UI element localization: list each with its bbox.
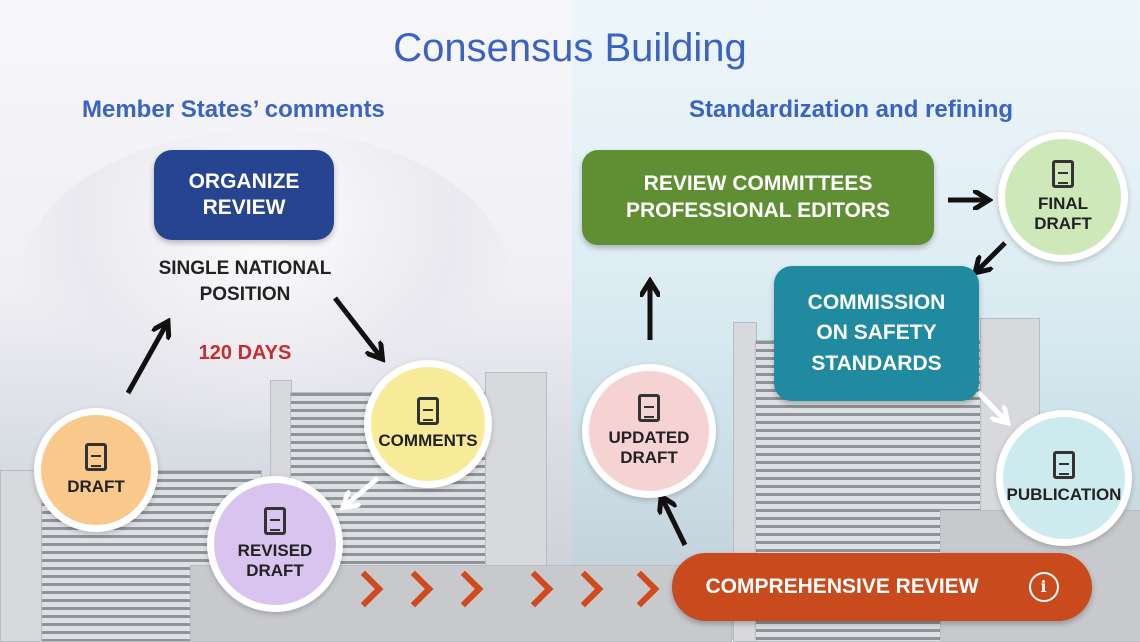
comprehensive-review-label: COMPREHENSIVE REVIEW bbox=[705, 574, 979, 598]
organize-review-box: ORGANIZE REVIEW bbox=[154, 150, 334, 240]
organize-review-line2: REVIEW bbox=[202, 196, 286, 219]
duration-label: 120 DAYS bbox=[198, 342, 292, 364]
final-draft-line1: FINAL bbox=[1037, 194, 1089, 214]
document-icon bbox=[638, 394, 660, 423]
comments-circle: COMMENTS bbox=[364, 360, 492, 488]
final-draft-circle: FINAL DRAFT bbox=[998, 132, 1128, 262]
final-draft-line2: DRAFT bbox=[1034, 214, 1092, 233]
comprehensive-review-box: COMPREHENSIVE REVIEW i bbox=[672, 553, 1092, 621]
updated-draft-line2: DRAFT bbox=[620, 448, 678, 467]
snp-line2: POSITION bbox=[199, 283, 291, 305]
commission-line1: COMMISSION bbox=[807, 290, 946, 314]
commission-line3: STANDARDS bbox=[811, 351, 942, 375]
document-icon bbox=[1053, 451, 1075, 480]
left-section-heading: Member States’ comments bbox=[82, 96, 385, 123]
page-title: Consensus Building bbox=[393, 26, 747, 70]
arrow-icon bbox=[663, 500, 688, 547]
commission-box: COMMISSION ON SAFETY STANDARDS bbox=[774, 266, 979, 401]
updated-draft-circle: UPDATED DRAFT bbox=[582, 364, 716, 498]
publication-label: PUBLICATION bbox=[1006, 485, 1122, 505]
revised-draft-circle: REVISED DRAFT bbox=[207, 476, 343, 612]
arrow-icon bbox=[333, 296, 380, 356]
review-committees-line2: PROFESSIONAL EDITORS bbox=[625, 198, 891, 222]
document-icon bbox=[417, 397, 439, 426]
review-committees-box: REVIEW COMMITTEES PROFESSIONAL EDITORS bbox=[582, 150, 934, 245]
arrow-icon bbox=[976, 390, 1005, 420]
arrow-icon bbox=[125, 325, 166, 395]
document-icon bbox=[264, 507, 286, 536]
building-far-left bbox=[0, 470, 42, 642]
document-icon bbox=[1052, 160, 1074, 189]
revised-draft-line1: REVISED bbox=[237, 541, 313, 561]
arrow-icon bbox=[346, 476, 380, 505]
updated-draft-line1: UPDATED bbox=[608, 428, 690, 448]
right-section-heading: Standardization and refining bbox=[689, 96, 1014, 123]
review-committees-line1: REVIEW COMMITTEES bbox=[643, 172, 873, 196]
organize-review-line1: ORGANIZE bbox=[188, 169, 300, 193]
commission-line2: ON SAFETY bbox=[816, 321, 937, 345]
comments-label: COMMENTS bbox=[378, 431, 478, 451]
snp-line1: SINGLE NATIONAL bbox=[158, 258, 332, 279]
draft-circle: DRAFT bbox=[34, 408, 158, 532]
document-icon bbox=[85, 443, 107, 472]
single-national-position-label: SINGLE NATIONAL POSITION bbox=[140, 256, 350, 307]
arrow-icon bbox=[978, 241, 1007, 270]
draft-label: DRAFT bbox=[67, 477, 125, 497]
publication-circle: PUBLICATION bbox=[996, 410, 1132, 546]
info-icon[interactable]: i bbox=[1028, 572, 1059, 602]
revised-draft-line2: DRAFT bbox=[246, 561, 304, 580]
